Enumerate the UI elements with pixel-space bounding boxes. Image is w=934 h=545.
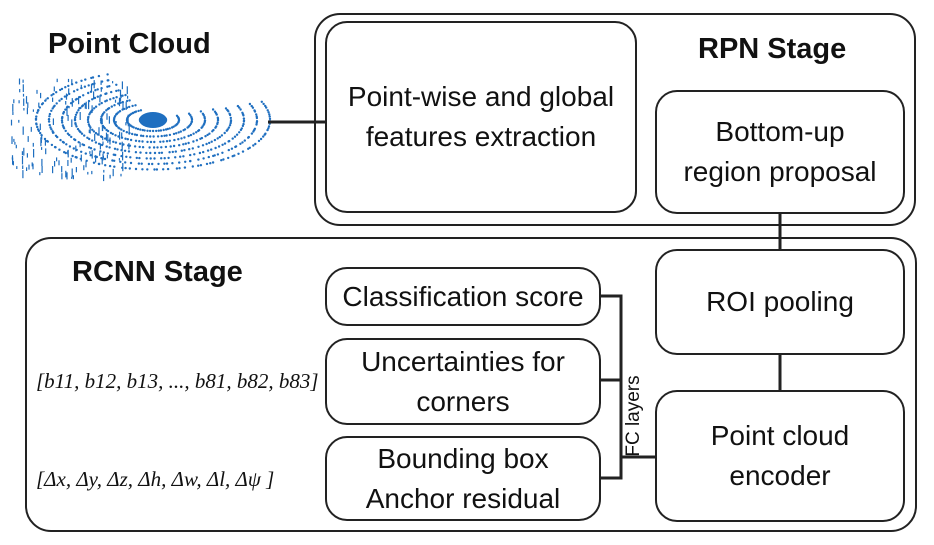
uncertainty-vector-label: [b11, b12, b13, ..., b81, b82, b83] (36, 369, 319, 393)
anchor-residual-box: Bounding box Anchor residual (325, 436, 601, 521)
classification-score-box: Classification score (325, 267, 601, 326)
feature-extraction-line-2: features extraction (365, 121, 597, 152)
roi-pooling-box: ROI pooling (655, 249, 905, 355)
region-proposal-line-1: Bottom-up (715, 116, 845, 147)
point-cloud-title: Point Cloud (48, 28, 211, 60)
anchor-residual-line-1: Bounding box (377, 442, 549, 474)
point-cloud-encoder-box: Point cloud encoder (655, 390, 905, 522)
rpn-stage-title: RPN Stage (698, 33, 847, 65)
classification-score-label: Classification score (342, 280, 584, 312)
roi-pooling-label: ROI pooling (706, 286, 854, 317)
anchor-residual-line-2: Anchor residual (365, 482, 561, 514)
fc-bus-line (601, 294, 623, 480)
corner-uncertainty-line-2: corners (416, 385, 510, 417)
point-cloud-encoder-line-2: encoder (729, 460, 831, 491)
corner-uncertainty-line-1: Uncertainties for (361, 345, 565, 377)
feature-extraction-line-1: Point-wise and global (347, 81, 615, 112)
corner-uncertainty-box: Uncertainties for corners (325, 338, 601, 425)
residual-vector-label: [Δx, Δy, Δz, Δh, Δw, Δl, Δψ ] (36, 467, 275, 491)
region-proposal-line-2: region proposal (683, 156, 877, 187)
rcnn-stage-title: RCNN Stage (72, 256, 243, 288)
point-cloud-image (10, 73, 272, 182)
point-cloud-encoder-line-1: Point cloud (710, 420, 850, 451)
feature-extraction-box: Point-wise and global features extractio… (325, 21, 637, 213)
region-proposal-box: Bottom-up region proposal (655, 90, 905, 214)
